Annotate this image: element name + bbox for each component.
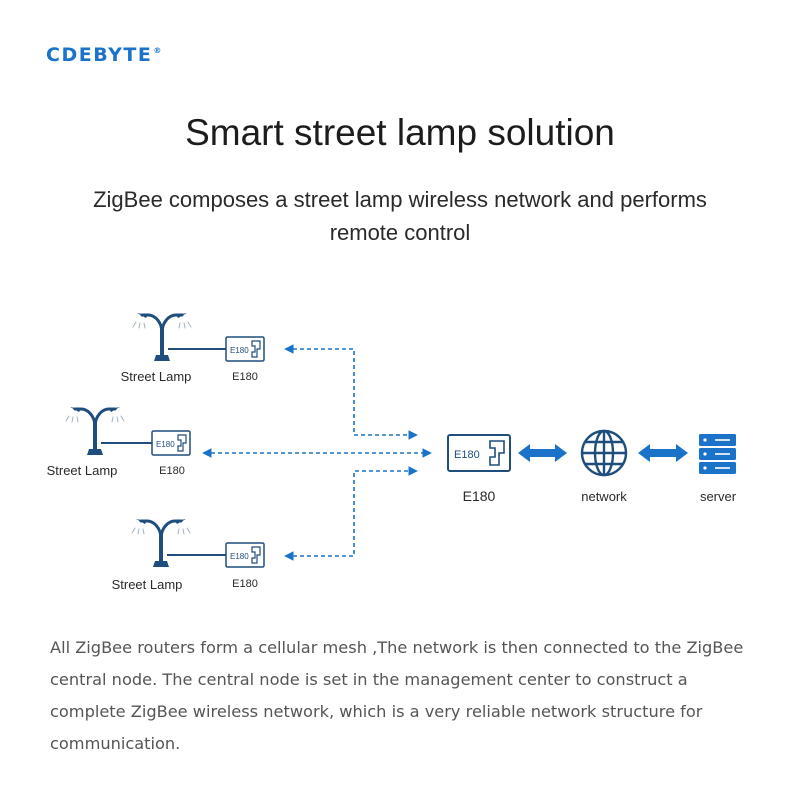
street-lamp-3-label: Street Lamp <box>111 577 183 592</box>
street-lamp-1-label: Street Lamp <box>120 369 192 384</box>
brand-name: CDEBYTE <box>46 44 153 66</box>
link-module-3 <box>284 466 418 561</box>
link-module-1 <box>284 344 418 440</box>
page-subtitle: ZigBee composes a street lamp wireless n… <box>93 187 707 245</box>
registered-mark: ® <box>153 46 163 55</box>
brand-logo: CDEBYTE® <box>46 44 163 66</box>
central-e180-node: E180 <box>447 434 511 472</box>
street-lamp-2-label: Street Lamp <box>46 463 118 478</box>
module-1-label: E180 <box>232 371 258 383</box>
module-1-chip-label: E180 <box>230 346 249 355</box>
central-chip-label: E180 <box>454 449 480 461</box>
server-icon <box>699 434 736 474</box>
module-2-label: E180 <box>159 465 185 477</box>
mesh-links <box>202 344 432 561</box>
double-arrow-central-network <box>518 444 567 462</box>
module-2-chip-label: E180 <box>156 440 175 449</box>
module-3-chip-label: E180 <box>230 552 249 561</box>
network-label: network <box>581 489 627 504</box>
double-arrow-network-server <box>638 444 688 462</box>
server-label: server <box>699 489 737 504</box>
module-3-label: E180 <box>232 578 258 590</box>
page-title: Smart street lamp solution <box>185 112 615 153</box>
description-paragraph: All ZigBee routers form a cellular mesh … <box>50 638 744 753</box>
street-lamp-3 <box>130 517 192 569</box>
central-node-label: E180 <box>462 488 496 504</box>
street-lamp-1 <box>131 311 193 363</box>
globe-icon <box>580 429 628 477</box>
street-lamp-2 <box>64 405 126 457</box>
